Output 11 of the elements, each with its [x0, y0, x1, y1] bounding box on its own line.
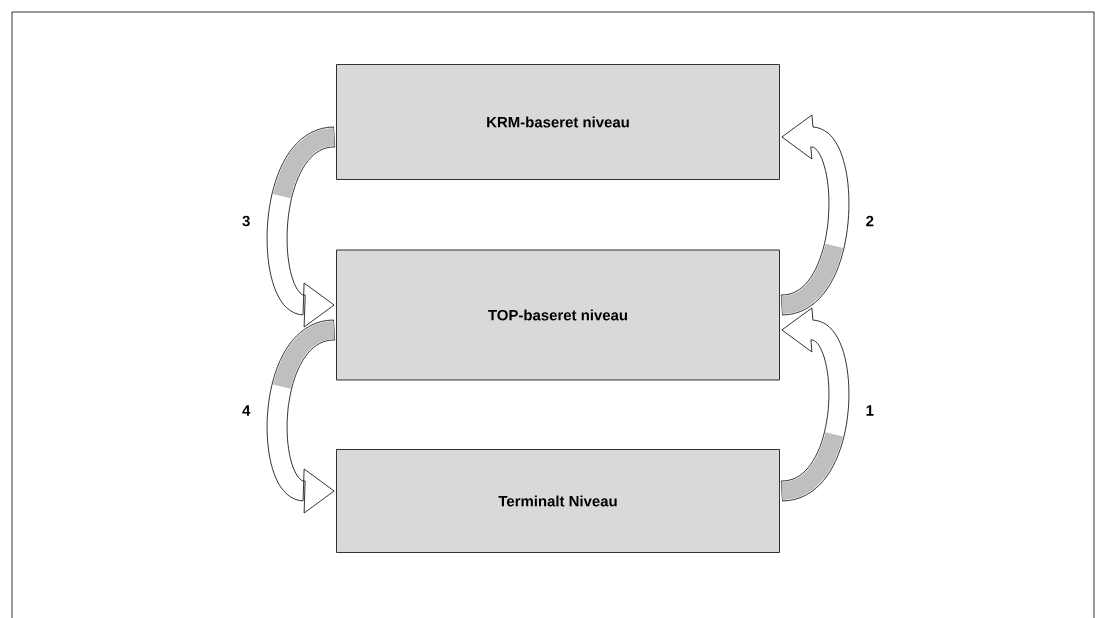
level-box: KRM-baseret niveau — [336, 64, 780, 180]
curved-arrow — [266, 319, 336, 514]
curved-arrow — [780, 307, 850, 502]
edge-label: 4 — [242, 405, 251, 416]
edge-label: 1 — [866, 405, 874, 416]
edge-label: 3 — [242, 215, 250, 227]
edge-label: 2 — [866, 215, 874, 227]
curved-arrow — [266, 126, 336, 328]
level-box: Terminalt Niveau — [336, 449, 780, 553]
level-box: TOP-baseret niveau — [336, 249, 780, 381]
curved-arrow — [780, 114, 850, 316]
